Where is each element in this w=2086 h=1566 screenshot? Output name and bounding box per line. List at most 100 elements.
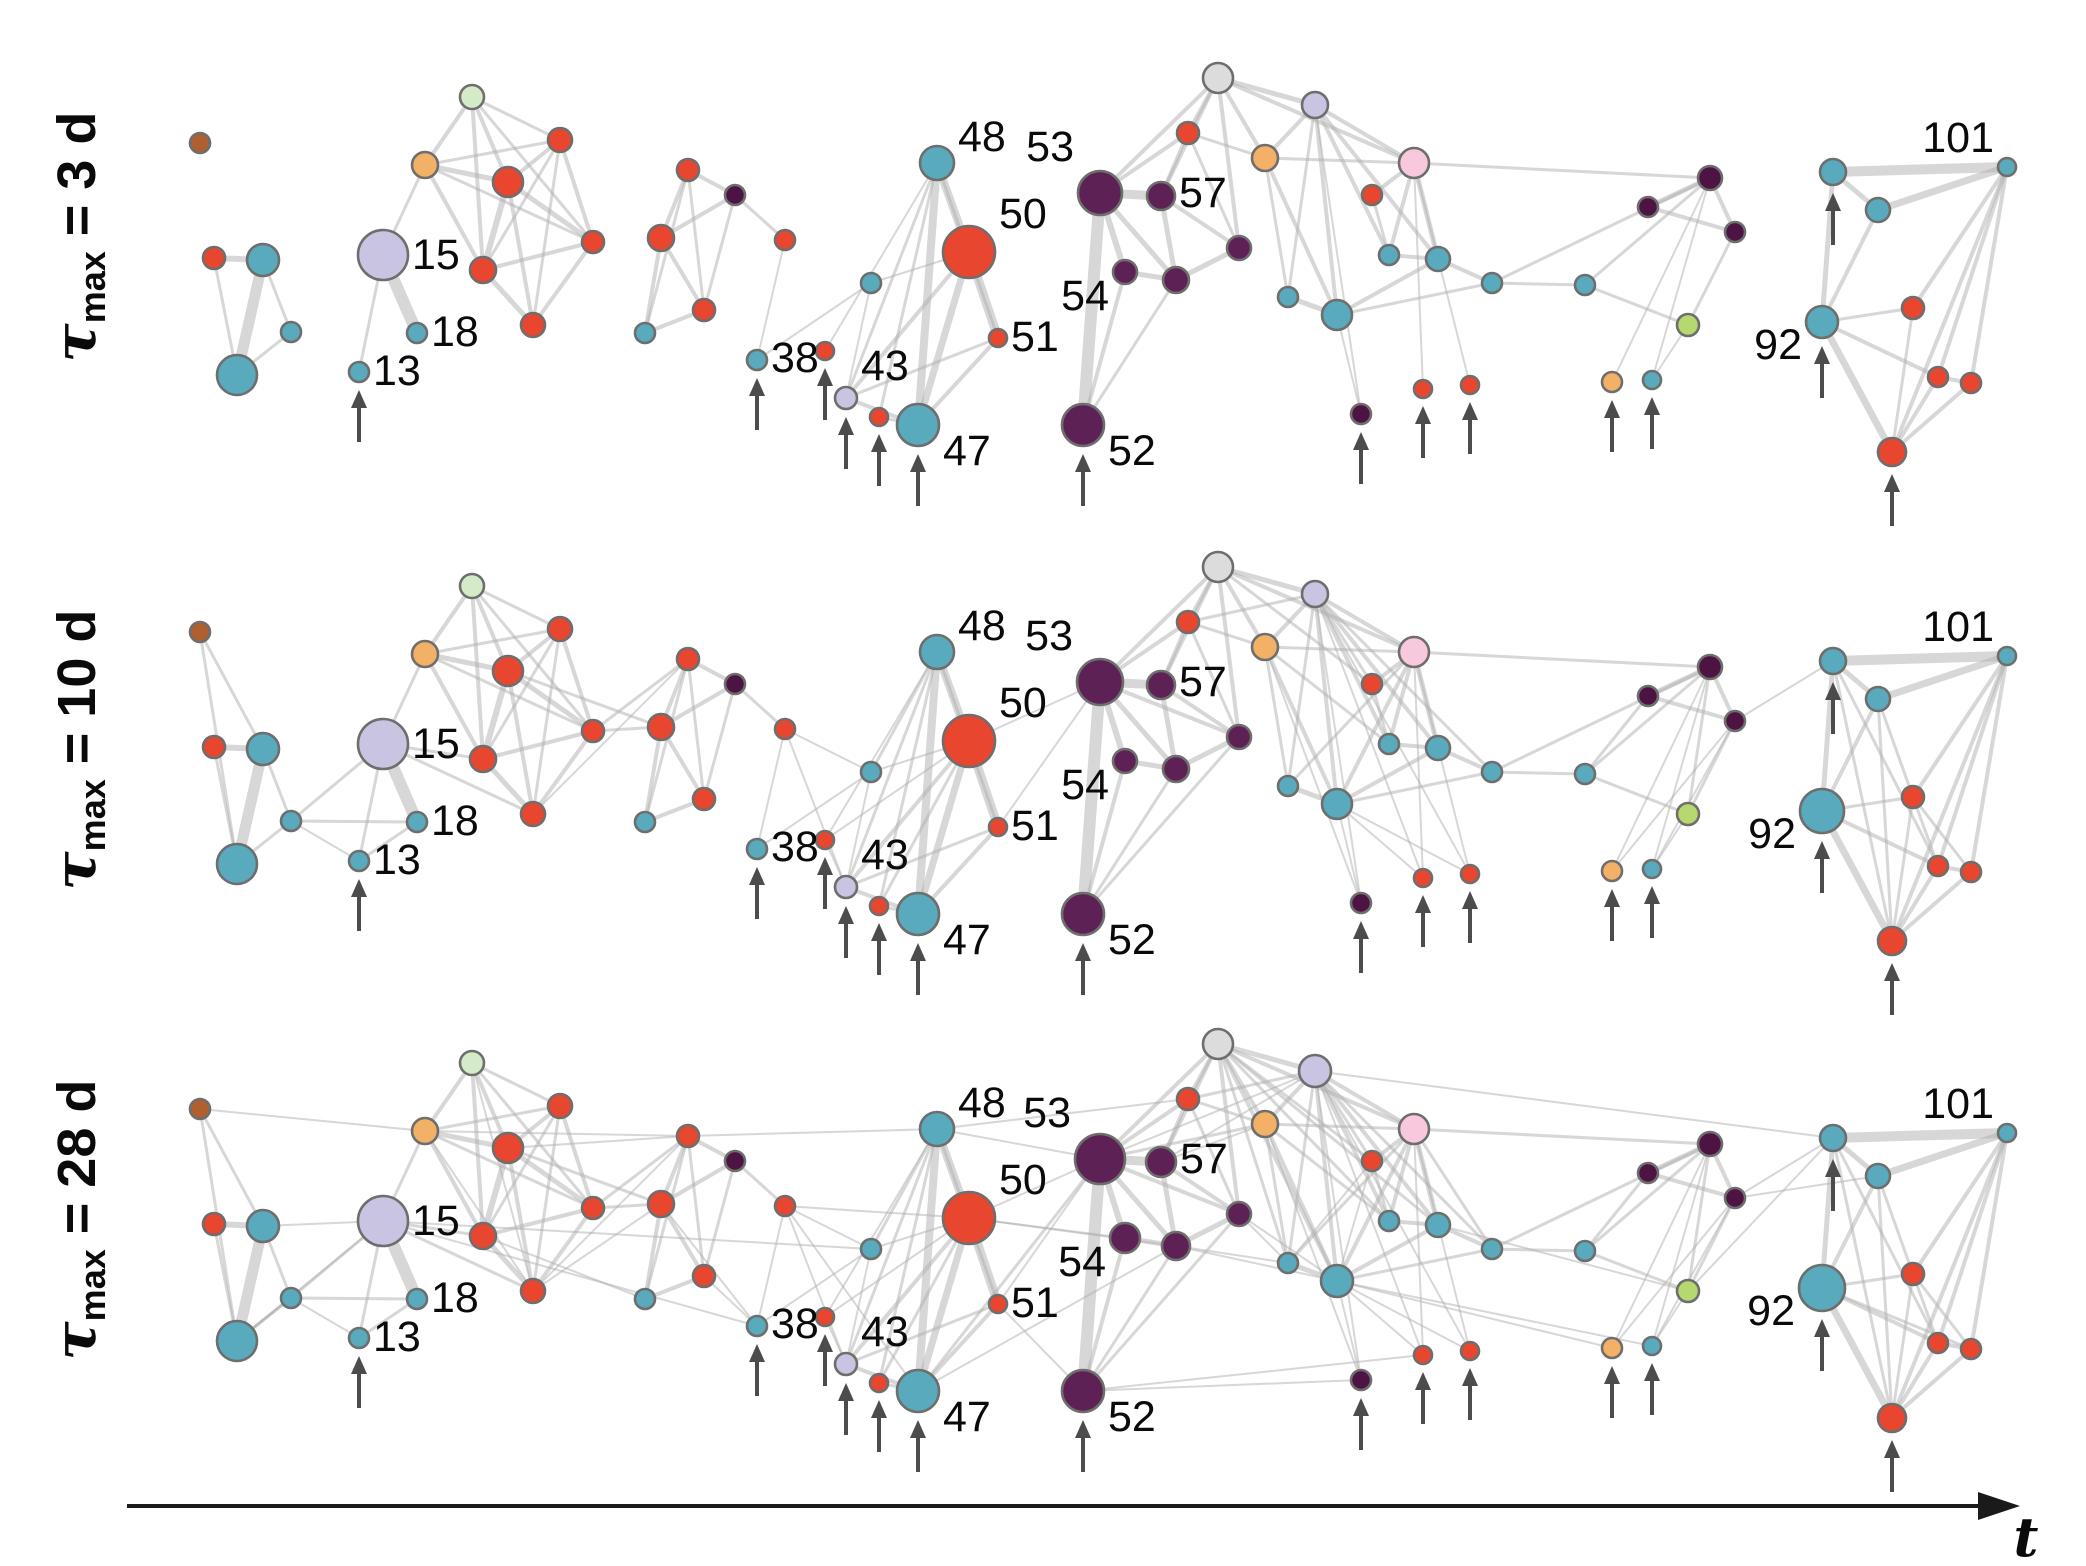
edge-b1-b6 [470,584,485,761]
edge-b2-b6 [423,652,485,761]
edge-b1-b6 [470,95,485,272]
edge-b6-b7 [481,729,595,761]
node-n101-row1 [1996,156,2018,178]
edge-n47-n53 [916,1157,1102,1393]
node-c6-row2 [633,810,657,834]
edge-e2-n52 [1081,278,1178,427]
edge-b2-c1 [424,1130,689,1137]
edge-n38-d3 [756,282,872,361]
label-57-row2: 57 [1179,658,1227,706]
arrow-head-n52 [1075,1420,1091,1438]
edge-n101-g5 [1969,165,2009,385]
edge-b2-b3 [423,138,562,167]
edge-c1-c5 [686,657,706,801]
edge-n48-e4 [936,1098,1189,1130]
node-n92-row3 [1797,1263,1847,1313]
arrows-row2 [351,682,1900,1015]
edge-n53-f2 [1098,1122,1267,1161]
node-n43-row1 [833,385,859,411]
node-g2-row1 [1864,196,1892,224]
node-f8b-row2 [1573,762,1597,786]
node-f19-row2 [1641,858,1663,880]
edge-f10-f17 [1336,1280,1471,1352]
edge-n52-f16 [1082,1354,1424,1392]
node-g3-row3 [1900,1261,1926,1287]
edge-n50-n47 [914,248,973,429]
node-f18-row3 [1600,1336,1624,1360]
node-e5-row2 [1201,550,1235,584]
node-g1-row3 [1818,1123,1848,1153]
edge-a1-a3 [198,630,265,751]
edge-n38-d3 [756,771,872,850]
edge-g2-g3 [1876,697,1915,799]
edge-f16-f1 [1314,593,1424,879]
arrow-head-f18 [1604,889,1620,907]
edge-e2-n52 [1081,767,1178,916]
node-n92-row1 [1804,304,1840,340]
node-f9-row3 [1276,1251,1300,1275]
edge-g3-g5 [1911,1272,1973,1351]
node-f8b-row1 [1573,273,1597,297]
edge-e5-f1 [1215,564,1318,597]
node-f4-row1 [1360,183,1384,207]
node-c5-row1 [691,297,717,323]
label-43-row1: 43 [861,342,909,390]
edge-n48-d3 [869,1127,939,1251]
node-e3-row2 [1225,723,1253,751]
edge-b5-b8 [381,742,535,816]
edge-f7-f10 [1335,257,1440,317]
label-47-row2: 47 [943,916,991,964]
node-f16-row1 [1412,378,1434,400]
edge-n48-d2 [877,650,939,908]
node-f3-row2 [1397,635,1431,669]
label-52-row3: 52 [1108,1393,1156,1441]
edge-b8-c1 [532,658,689,815]
node-c1-row3 [675,1123,701,1149]
edge-n48-d2 [877,161,939,419]
edge-b1-b6 [470,1061,485,1238]
node-f7-row2 [1424,734,1452,762]
arrow-head-f17 [1462,1368,1478,1386]
label-38-row1: 38 [771,334,819,382]
edge-e5-f7 [1216,1042,1440,1227]
edge-b4-b8 [506,669,535,816]
node-f8-row1 [1480,271,1504,295]
label-47-row3: 47 [943,1393,991,1441]
edge-f2-f9 [1263,645,1290,788]
edge-f16-f1 [1314,1070,1424,1356]
node-n13-row1 [347,360,371,384]
edge-f1-f9 [1286,592,1317,788]
edge-n57-e3 [1159,194,1241,250]
edge-f1-f10 [1313,103,1339,317]
edge-f1-f3 [1313,103,1416,165]
edge-f8-f10 [1335,770,1494,806]
edge-n101-g3 [1911,1131,2009,1276]
node-f6-row1 [1377,243,1401,267]
edge-c3-c6 [643,1202,663,1301]
node-f7-row3 [1424,1211,1452,1239]
edge-n101-g4 [1936,1131,2009,1345]
label-53-row2: 53 [1025,612,1073,660]
arrow-head-n92 [1814,841,1830,859]
edge-g1-n92 [1819,1135,1836,1291]
node-f15-row1 [1349,402,1373,426]
edge-b6-b7 [481,1206,595,1238]
edge-e3-e4 [1186,1097,1241,1216]
arrow-head-g6 [1884,474,1900,492]
node-c4-row1 [773,228,797,252]
edge-f12-f8b [1583,1171,1650,1253]
edge-c2-c5 [702,1159,737,1278]
label-101-row3: 101 [1922,1080,1994,1128]
arrow-head-g1 [1825,1159,1841,1177]
label-51-row3: 51 [1011,1279,1059,1327]
node-f1-row2 [1300,579,1330,609]
node-g4-row1 [1926,365,1950,389]
node-n92-row2 [1798,787,1846,835]
node-b2-row3 [410,1116,440,1146]
arrow-head-n38 [749,378,765,396]
edge-f4-f10 [1336,1160,1373,1282]
label-18-row3: 18 [431,1274,479,1322]
